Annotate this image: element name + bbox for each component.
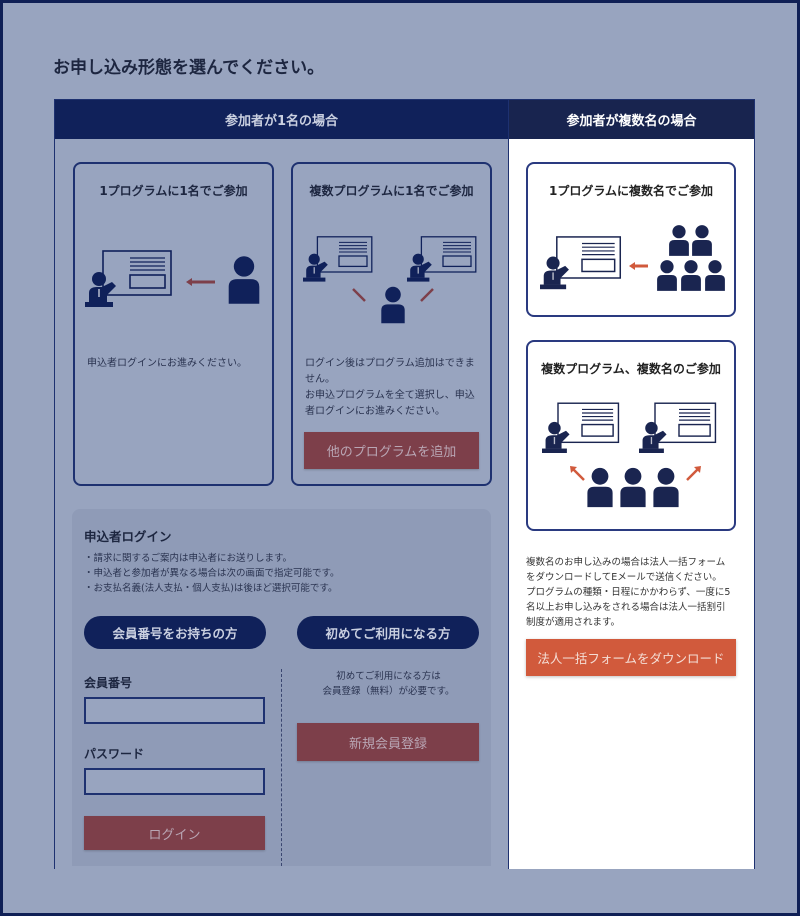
password-input[interactable]	[84, 768, 265, 795]
multiple-participants-section: 参加者が複数名の場合 1プログラムに複数名でご参加 複数プログラム、複数名のご参…	[508, 99, 755, 869]
card-title: 複数プログラム、複数名のご参加	[541, 362, 721, 376]
arrow-icon	[420, 288, 434, 302]
multi-program-single-person-card[interactable]: 複数プログラムに1名でご参加 ログイン後はプログラム追加はできま せん。 お申込…	[291, 162, 492, 486]
multi-program-multi-person-card[interactable]: 複数プログラム、複数名のご参加	[526, 340, 736, 531]
register-button[interactable]: 新規会員登録	[297, 723, 479, 761]
login-note: ・請求に関するご案内は申込者にお送りします。	[84, 553, 293, 564]
login-button[interactable]: ログイン	[84, 816, 265, 850]
presenter-icon	[85, 250, 172, 308]
presenter-to-group-illustration	[540, 225, 725, 291]
single-program-single-person-card[interactable]: 1プログラムに1名でご参加 申込者ログインにお進みください。	[73, 162, 274, 486]
presenter-to-person-illustration	[85, 250, 260, 308]
applicant-login-panel: 申込者ログイン ・請求に関するご案内は申込者にお送りします。 ・申込者と参加者が…	[72, 509, 491, 866]
download-corporate-form-button[interactable]: 法人一括フォームをダウンロード	[526, 639, 736, 676]
add-program-button[interactable]: 他のプログラムを追加	[304, 432, 479, 469]
single-participant-section: 参加者が1名の場合 1プログラムに1名でご参加 申込者ログインにお進みください。…	[54, 99, 509, 869]
person-icon	[681, 260, 701, 291]
person-icon	[669, 225, 689, 256]
password-label: パスワード	[84, 747, 145, 761]
person-icon	[228, 256, 260, 304]
presenter-icon	[639, 402, 717, 454]
member-tab-button[interactable]: 会員番号をお持ちの方	[84, 616, 266, 649]
multi-presenter-illustration	[303, 236, 477, 324]
arrow-icon	[352, 288, 366, 302]
multiple-section-header: 参加者が複数名の場合	[509, 100, 754, 139]
corporate-description: 複数名のお申し込みの場合は法人一括フォーム をダウンロードしてEメールで送信くだ…	[526, 557, 731, 628]
login-notes: ・請求に関するご案内は申込者にお送りします。 ・申込者と参加者が異なる場合は次の…	[84, 551, 340, 596]
card-text: 申込者ログインにお進みください。	[87, 358, 247, 369]
member-number-label: 会員番号	[84, 676, 133, 690]
person-icon	[657, 260, 677, 291]
card-title: 複数プログラムに1名でご参加	[309, 184, 474, 198]
new-user-note: 初めてご利用になる方は 会員登録（無料）が必要です。	[322, 671, 455, 697]
card-text: ログイン後はプログラム追加はできま せん。 お申込プログラムを全て選択し、申込 …	[305, 358, 475, 417]
person-icon	[620, 467, 646, 508]
person-icon	[705, 260, 725, 291]
member-number-input[interactable]	[84, 697, 265, 724]
presenter-icon	[407, 236, 477, 283]
person-icon	[692, 225, 712, 256]
login-note: ・申込者と参加者が異なる場合は次の画面で指定可能です。	[84, 568, 340, 579]
presenter-icon	[540, 236, 622, 290]
card-title: 1プログラムに複数名でご参加	[549, 184, 713, 198]
single-section-header: 参加者が1名の場合	[55, 100, 508, 139]
person-icon	[381, 286, 405, 324]
person-icon	[587, 467, 613, 508]
page-title: お申し込み形態を選んでください。	[53, 58, 325, 78]
presenter-icon	[303, 236, 373, 283]
person-icon	[653, 467, 679, 508]
multi-presenter-group-illustration	[542, 402, 717, 508]
new-user-tab-button[interactable]: 初めてご利用になる方	[297, 616, 479, 649]
login-note: ・お支払名義(法人支払・個人支払)は後ほど選択可能です。	[84, 583, 338, 594]
presenter-icon	[542, 402, 620, 454]
single-program-multi-person-card[interactable]: 1プログラムに複数名でご参加	[526, 162, 736, 317]
divider	[281, 669, 282, 866]
login-title: 申込者ログイン	[84, 529, 172, 544]
card-title: 1プログラムに1名でご参加	[99, 184, 248, 198]
